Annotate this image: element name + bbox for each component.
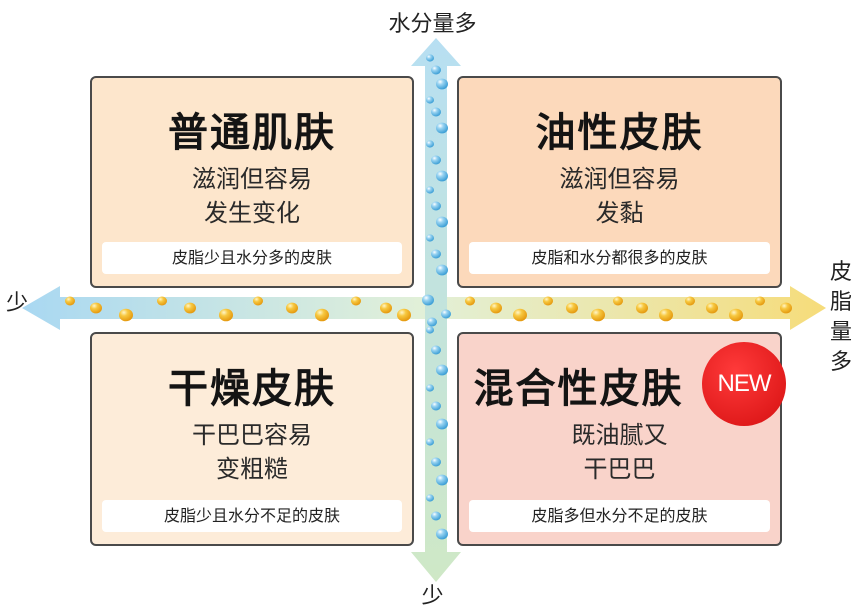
description-line: 变粗糙 [216,455,288,483]
water-drop [426,494,434,502]
oil-drop [729,308,743,322]
oil-drop [613,296,623,306]
water-drop [436,364,448,376]
description-line: 滋润但容易 [192,165,312,193]
quadrant-title: 混合性皮肤 [473,366,684,412]
water-drop [436,216,448,228]
axis-label-sebum-low: 少 [6,291,29,316]
oil-drop [685,296,695,306]
oil-drop [706,302,718,314]
quadrant-description: 既油腻又 干巴巴 [459,418,780,486]
quadrant-title: 干燥皮肤 [168,366,336,412]
description-line: 干巴巴容易 [192,421,312,449]
oil-drops-group [65,296,792,322]
oil-drop [543,296,553,306]
quadrant-oily-skin: 油性皮肤 滋润但容易 发黏 皮脂和水分都很多的皮肤 [457,76,782,288]
axis-label-water-low: 少 [421,584,444,609]
description-line: 既油腻又 [571,421,668,449]
oil-drop [513,308,527,322]
water-drop [426,96,434,104]
water-drop [431,65,441,75]
quadrant-title: 普通肌肤 [168,110,336,156]
oil-drop [351,296,361,306]
axis-label-char: 脂 [829,290,852,315]
quadrant-title: 油性皮肤 [535,110,704,156]
water-drop [441,309,451,319]
water-drop [436,170,448,182]
axis-label-char: 量 [829,320,852,345]
quadrant-description: 滋润但容易 发黏 [459,162,780,230]
water-drop [436,78,448,90]
water-drop [422,294,434,306]
description-line: 发生变化 [204,199,300,227]
water-drop [431,249,441,259]
water-drop [426,186,434,194]
water-drop [431,511,441,521]
quadrant-description: 干巴巴容易 变粗糙 [92,418,412,486]
oil-drop [636,302,648,314]
water-drop [431,201,441,211]
water-drop [426,54,434,62]
oil-drop [184,302,196,314]
quadrant-dry-skin: 干燥皮肤 干巴巴容易 变粗糙 皮脂少且水分不足的皮肤 [90,332,414,546]
water-drops-group [422,54,451,540]
oil-drop [780,302,792,314]
quadrant-note: 皮脂少且水分不足的皮肤 [102,500,402,532]
water-drop [426,326,434,334]
quadrant-normal-skin: 普通肌肤 滋润但容易 发生变化 皮脂少且水分多的皮肤 [90,76,414,288]
axis-label-water-high: 水分量多 [388,12,477,37]
axis-label-sebum-high: 皮 脂 量 多 [826,258,856,378]
oil-drop [90,302,102,314]
axis-label-char: 多 [829,350,852,375]
oil-drop [65,296,75,306]
water-drop [426,438,434,446]
oil-drop [465,296,475,306]
quadrant-note: 皮脂和水分都很多的皮肤 [469,242,770,274]
water-drop [426,384,434,392]
water-drop [431,345,441,355]
oil-drop [490,302,502,314]
oil-drop [219,308,233,322]
description-line: 干巴巴 [583,455,656,483]
water-drop [436,528,448,540]
description-line: 滋润但容易 [559,165,680,193]
water-drop [436,264,448,276]
water-drop [431,457,441,467]
oil-drop [119,308,133,322]
description-line: 发黏 [595,199,644,227]
oil-drop [659,308,673,322]
water-drop [436,122,448,134]
water-drop [436,418,448,430]
water-drop [426,234,434,242]
oil-drop [380,302,392,314]
water-drop [431,401,441,411]
axis-label-char: 皮 [829,260,852,285]
oil-drop [315,308,329,322]
water-drop [426,140,434,148]
oil-drop [286,302,298,314]
water-drop [431,107,441,117]
new-badge: NEW [702,342,786,426]
vertical-axis-arrow [411,38,461,582]
oil-drop [591,308,605,322]
water-drop [427,317,437,327]
quadrant-note: 皮脂少且水分多的皮肤 [102,242,402,274]
water-drop [436,474,448,486]
quadrant-note: 皮脂多但水分不足的皮肤 [469,500,770,532]
oil-drop [157,296,167,306]
oil-drop [397,308,411,322]
horizontal-axis-arrow [22,286,826,330]
quadrant-description: 滋润但容易 发生变化 [92,162,412,230]
oil-drop [755,296,765,306]
oil-drop [253,296,263,306]
water-drop [431,155,441,165]
oil-drop [566,302,578,314]
